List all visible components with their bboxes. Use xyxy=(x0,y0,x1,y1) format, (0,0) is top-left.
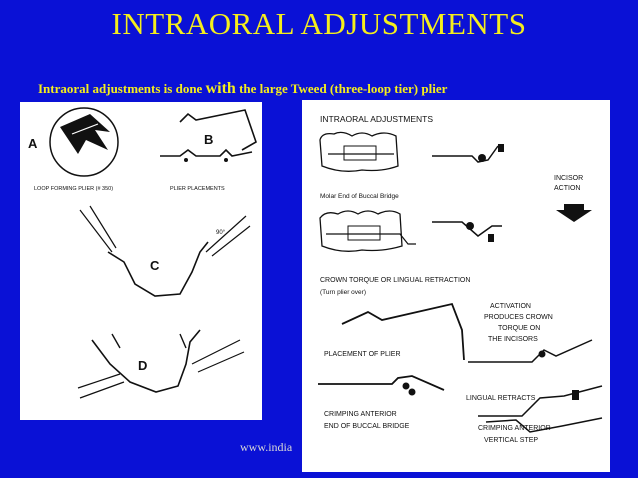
activation-line2: PRODUCES CROWN xyxy=(484,314,553,321)
label-a: A xyxy=(28,136,38,151)
label-c: C xyxy=(150,258,160,273)
crown-torque-label: CROWN TORQUE OR LINGUAL RETRACTION xyxy=(320,277,470,284)
placement-label: PLACEMENT OF PLIER xyxy=(324,351,401,358)
placement-wire xyxy=(341,302,465,361)
bracket-icon xyxy=(488,234,494,242)
caption-a: LOOP FORMING PLIER (# 350) xyxy=(34,186,113,192)
subtitle-start: Intraoral adjustments is done xyxy=(38,81,206,96)
crimping-wire-1 xyxy=(318,375,445,391)
right-figure-panel: INTRAORAL ADJUSTMENTS Molar End of Bucca… xyxy=(302,100,610,472)
plier-d-right xyxy=(191,339,245,373)
incisor-action-line2: ACTION xyxy=(554,185,580,192)
wire-b-upper xyxy=(179,109,257,151)
down-arrow-icon xyxy=(556,204,592,222)
angle-label: 90° xyxy=(216,230,226,236)
molar-caption: Molar End of Buccal Bridge xyxy=(320,193,399,200)
plier-beak-icon xyxy=(466,222,474,230)
plier-d-left xyxy=(77,373,125,399)
plier-beak-icon xyxy=(408,388,416,396)
activation-line1: ACTIVATION xyxy=(490,303,531,310)
molar-bracket-1 xyxy=(343,145,377,161)
footer-url: www.india xyxy=(240,440,293,454)
label-b: B xyxy=(204,132,213,147)
subtitle-end: the large Tweed (three-loop tier) plier xyxy=(235,81,448,96)
plier-highlight xyxy=(71,123,99,135)
crimping-wire-2 xyxy=(485,417,603,433)
subtitle-with: with xyxy=(205,80,236,97)
molar-bracket-2 xyxy=(347,225,381,241)
activation-line3: TORQUE ON xyxy=(498,325,540,332)
right-figure-drawing: INTRAORAL ADJUSTMENTS Molar End of Bucca… xyxy=(318,114,603,444)
crimping-step-line2: VERTICAL STEP xyxy=(484,437,538,444)
molar-teeth-2 xyxy=(319,210,403,252)
crimping-end-line1: CRIMPING ANTERIOR xyxy=(324,411,397,418)
turn-plier-label: (Turn plier over) xyxy=(320,289,366,296)
caption-b: PLIER PLACEMENTS xyxy=(170,186,225,192)
plier-beak-icon xyxy=(402,382,410,390)
plier-beak-icon xyxy=(538,350,546,358)
arch-wire-d xyxy=(91,329,201,393)
crimping-step-line1: CRIMPING ANTERIOR xyxy=(478,425,551,432)
slide-subtitle: Intraoral adjustments is done with the l… xyxy=(38,80,447,98)
wire-b-lower xyxy=(160,148,253,157)
wire-detail-1 xyxy=(432,145,499,163)
right-heading: INTRAORAL ADJUSTMENTS xyxy=(320,114,433,124)
activation-wire xyxy=(468,339,593,363)
wire-d-loops xyxy=(111,333,187,349)
label-d: D xyxy=(138,358,147,373)
molar-wire-2 xyxy=(326,233,416,245)
plier-detail-circle xyxy=(49,107,119,177)
bracket-icon xyxy=(572,390,579,400)
plier-beak-dot xyxy=(224,158,228,162)
crimping-end-line2: END OF BUCCAL BRIDGE xyxy=(324,423,410,430)
lingual-retracts-label: LINGUAL RETRACTS xyxy=(466,395,536,402)
plier-c-right xyxy=(205,215,251,257)
wire-detail-2 xyxy=(432,221,502,237)
plier-c-left xyxy=(79,205,117,253)
incisor-action-line1: INCISOR xyxy=(554,175,583,182)
molar-teeth-1 xyxy=(319,131,399,172)
plier-beak-icon xyxy=(478,154,486,162)
loop-forming-plier-icon xyxy=(60,114,110,154)
bracket-icon xyxy=(498,144,504,152)
slide-title: INTRAORAL ADJUSTMENTS xyxy=(111,6,527,41)
left-figure-panel: A LOOP FORMING PLIER (# 350) B PLIER PLA… xyxy=(20,102,262,420)
left-figure-drawing: A LOOP FORMING PLIER (# 350) B PLIER PLA… xyxy=(28,107,257,399)
activation-line4: THE INCISORS xyxy=(488,336,538,343)
arch-wire-c xyxy=(107,241,209,297)
plier-beak-dot xyxy=(184,158,188,162)
